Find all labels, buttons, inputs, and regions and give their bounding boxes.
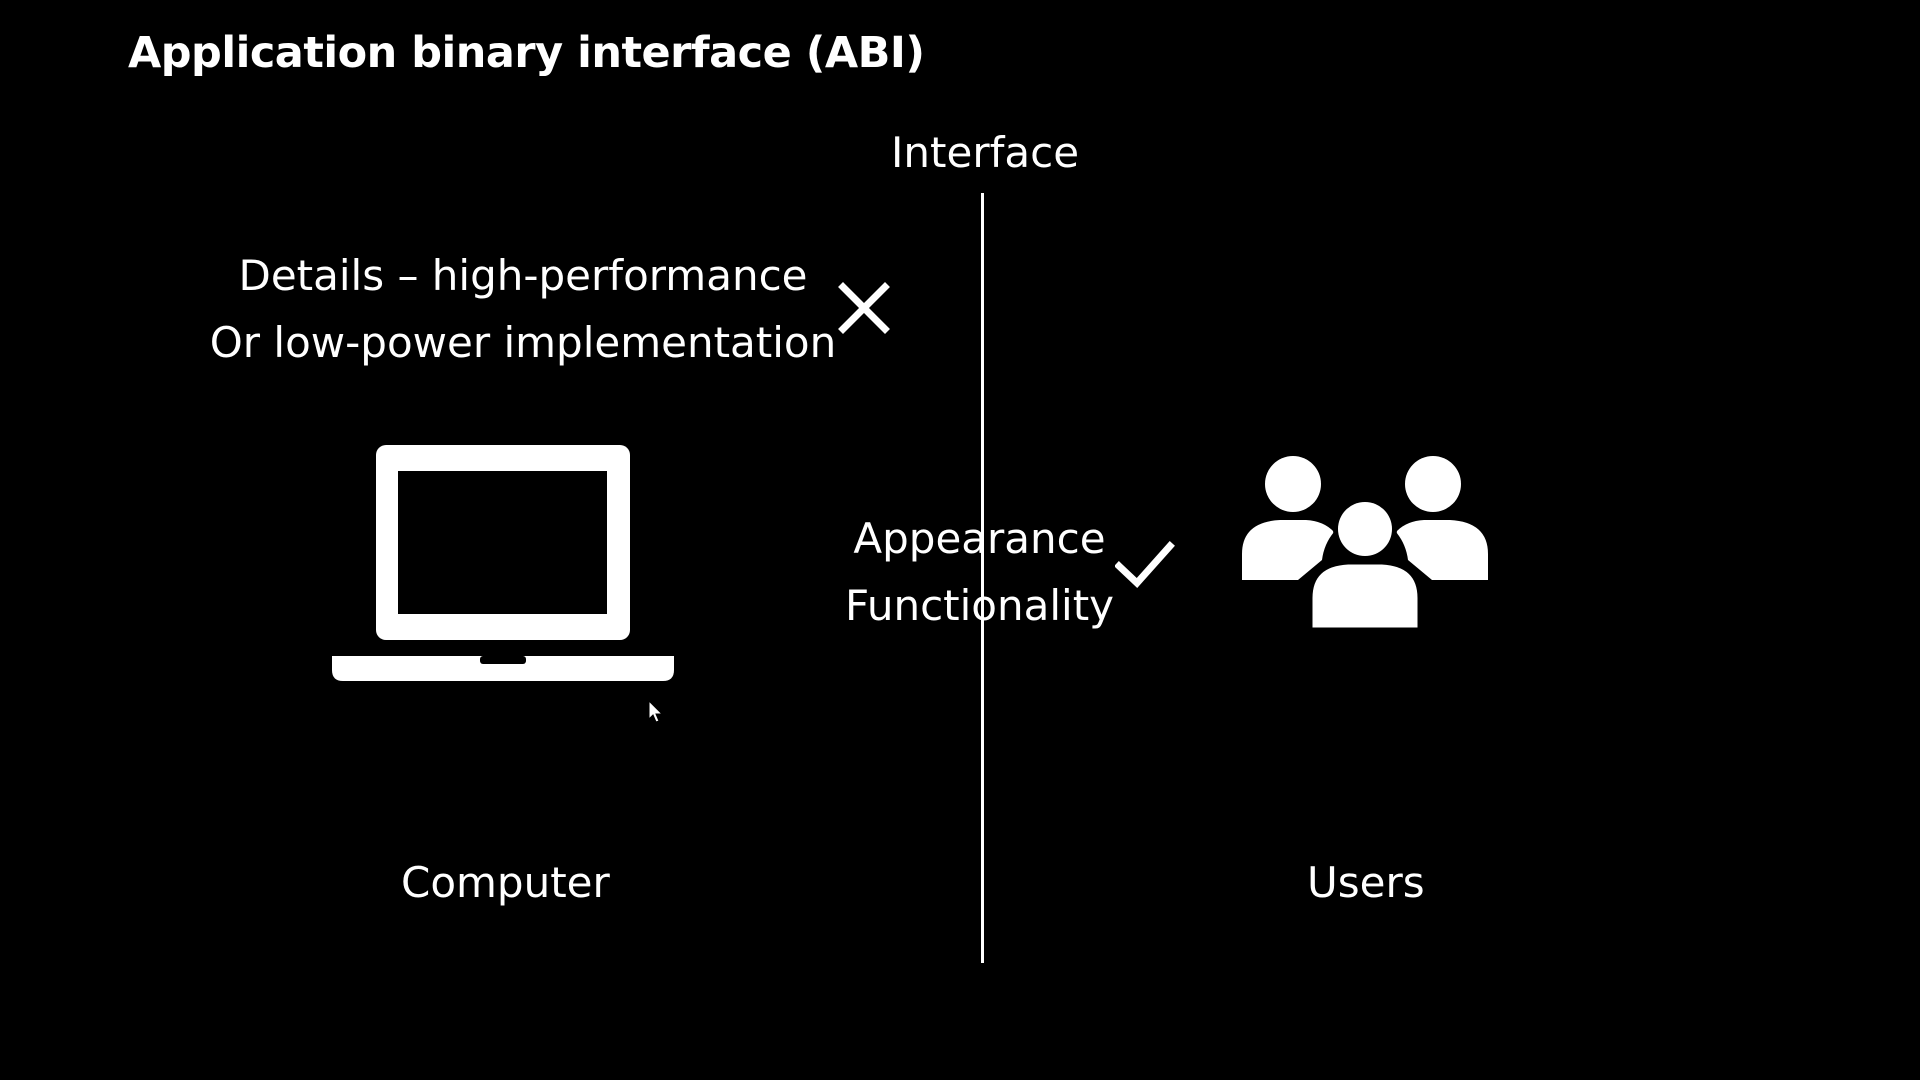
laptop-icon [332,445,674,681]
mouse-cursor-icon [648,700,664,723]
users-group-icon [1242,456,1488,630]
features-line-1: Appearance [853,514,1106,563]
interface-divider [981,193,984,963]
check-mark-icon [1115,541,1175,589]
slide-title: Application binary interface (ABI) [128,28,925,78]
details-line-1: Details – high-performance [238,251,808,300]
details-line-2: Or low-power implementation [209,318,837,367]
computer-caption: Computer [401,858,610,907]
details-text: Details – high-performance Or low-power … [160,242,886,376]
cross-mark-icon [838,282,890,334]
features-line-2: Functionality [844,581,1115,630]
users-caption: Users [1307,858,1425,907]
features-text: Appearance Functionality [817,505,1142,639]
interface-label: Interface [891,128,1080,177]
